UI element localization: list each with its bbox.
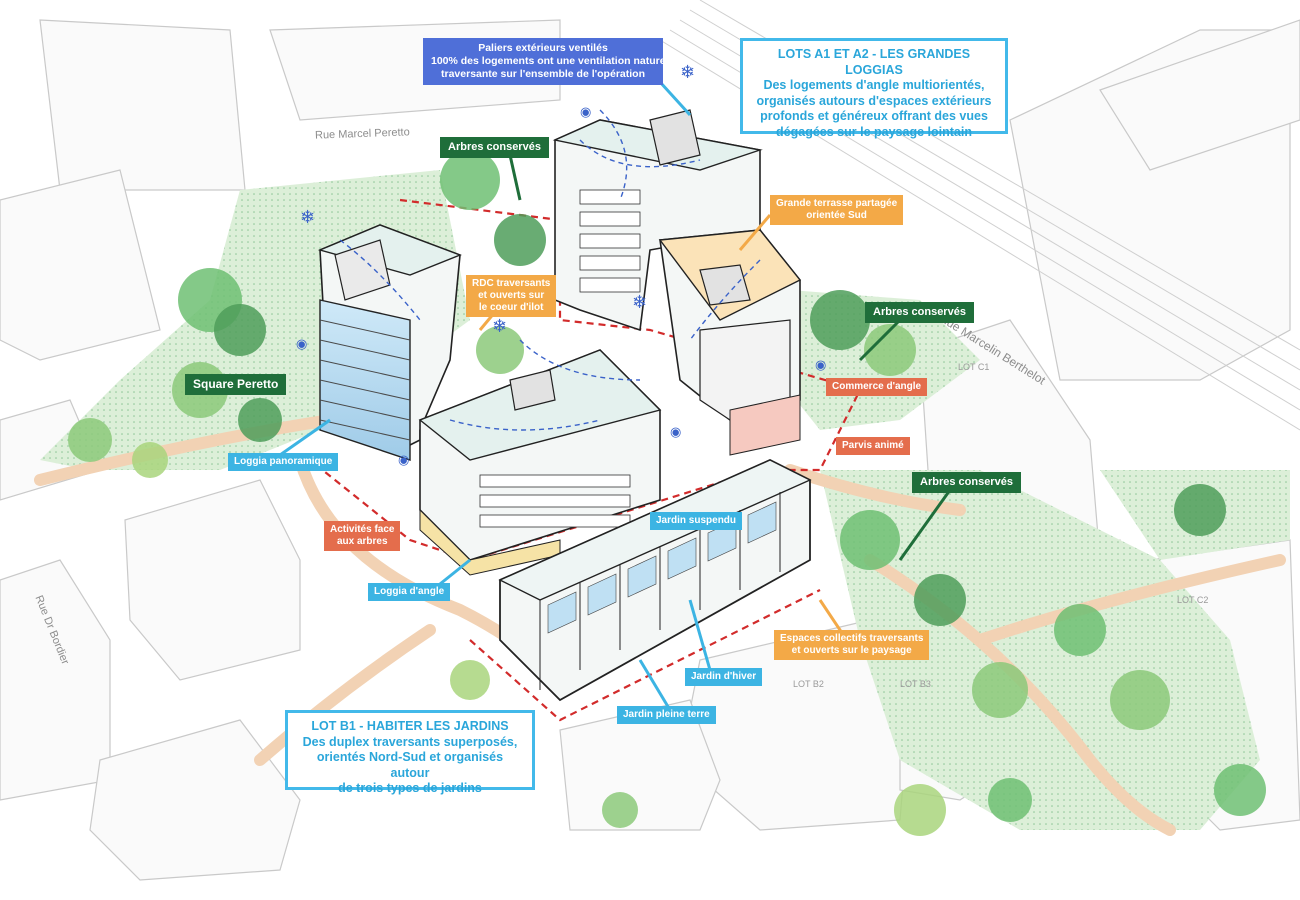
- lot-b3: LOT B3: [900, 679, 931, 689]
- building-a-west: [317, 224, 462, 461]
- wind-icon: ❄: [300, 207, 316, 227]
- label-commerce: Commerce d'angle: [826, 378, 928, 396]
- label-rdc: RDC traversants et ouverts sur le coeur …: [466, 275, 557, 317]
- label-activites: Activités face aux arbres: [324, 521, 401, 551]
- label-parvis: Parvis animé: [836, 437, 910, 455]
- trees: [68, 150, 1266, 836]
- label-jardin-hiver: Jardin d'hiver: [685, 668, 763, 686]
- lot-c1: LOT C1: [958, 362, 990, 372]
- label-jardin-pleine-terre: Jardin pleine terre: [617, 706, 716, 724]
- label-arbres-3: Arbres conservés: [912, 472, 1021, 493]
- label-jardin-suspendu: Jardin suspendu: [650, 512, 743, 530]
- building-a-east: [658, 229, 802, 456]
- building-a-central: [418, 349, 662, 576]
- label-espaces-collectifs: Espaces collectifs traversants et ouvert…: [774, 630, 930, 660]
- eye-icon: ◉: [296, 336, 308, 351]
- wind-icon: ❄: [492, 316, 508, 336]
- label-arbres-1: Arbres conservés: [440, 137, 549, 158]
- eye-icon: ◉: [580, 104, 592, 119]
- lot-c2: LOT C2: [1177, 595, 1209, 605]
- eye-icon: ◉: [815, 357, 827, 372]
- label-paliers: Paliers extérieurs ventilés 100% des log…: [423, 38, 677, 85]
- label-grande-terrasse: Grande terrasse partagée orientée Sud: [770, 195, 904, 225]
- wind-icon: ❄: [680, 62, 696, 82]
- building-b1: [498, 459, 812, 702]
- wind-icon: ❄: [632, 292, 648, 312]
- site-outline: [309, 198, 862, 722]
- label-loggia-panoramique: Loggia panoramique: [228, 453, 339, 471]
- label-arbres-2: Arbres conservés: [865, 302, 974, 323]
- eye-icon: ◉: [670, 424, 682, 439]
- lot-b2: LOT B2: [793, 679, 824, 689]
- airflow-arrows: [339, 109, 761, 431]
- eye-icon: ◉: [398, 452, 410, 467]
- info-box-lot-b1: LOT B1 - HABITER LES JARDINS Des duplex …: [285, 710, 535, 795]
- label-loggia-angle: Loggia d'angle: [368, 583, 451, 601]
- building-a-north: [552, 109, 763, 332]
- leader-lines-green: [508, 154, 952, 561]
- label-square-peretto: Square Peretto: [185, 374, 287, 395]
- info-box-lots-a: LOTS A1 ET A2 - LES GRANDES LOGGIAS Des …: [740, 38, 1008, 139]
- leader-lines: [279, 80, 712, 711]
